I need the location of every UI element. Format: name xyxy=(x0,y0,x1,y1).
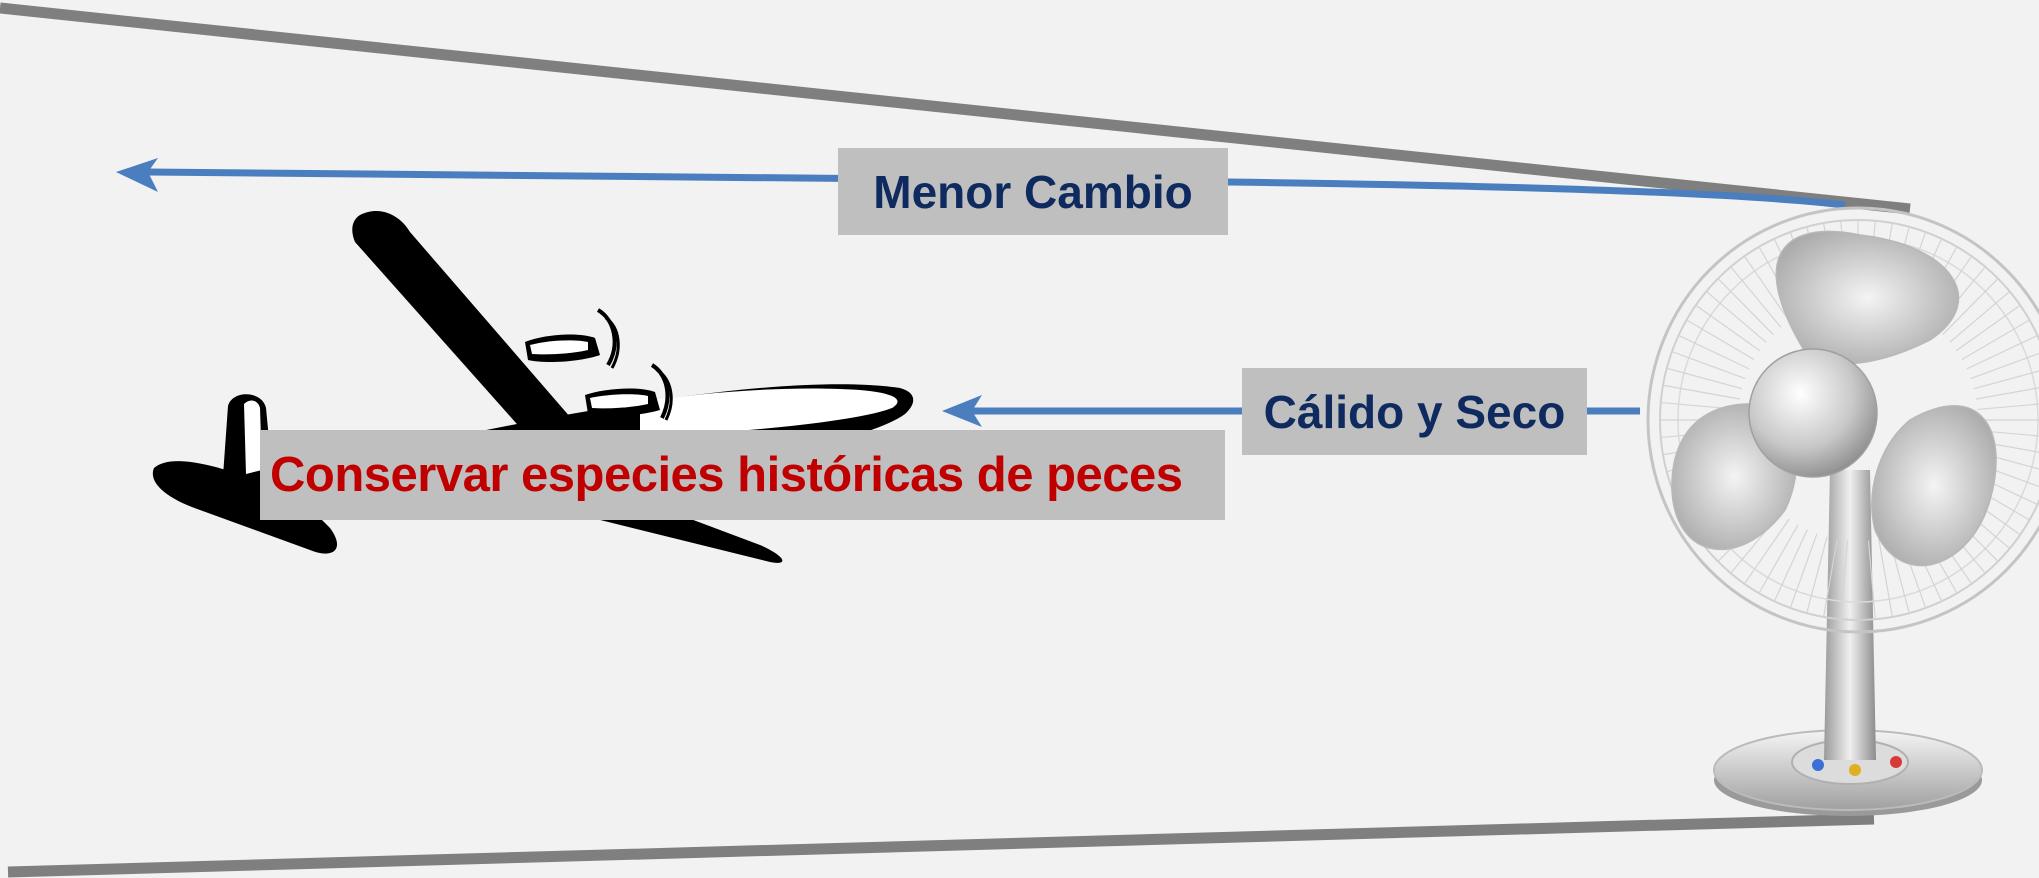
fan-cage-spoke xyxy=(1773,529,1808,602)
menor-cambio-label: Menor Cambio xyxy=(838,148,1228,235)
fan-cage-spoke xyxy=(1743,255,1790,322)
fan-cage-spoke xyxy=(1949,290,2011,343)
electric-fan-icon xyxy=(1646,206,2039,816)
fan-cage-spoke xyxy=(1961,319,2030,361)
fan-cage-spoke xyxy=(1966,334,2038,370)
calido-seco-text: Cálido y Seco xyxy=(1263,385,1566,438)
fan-cage-spoke xyxy=(1942,278,1999,335)
fan-cage-spoke xyxy=(1705,290,1767,343)
fan-cage-spoke xyxy=(1970,352,2039,380)
menor-cambio-text: Menor Cambio xyxy=(873,165,1193,218)
fan-cage-spoke xyxy=(1955,304,2021,352)
fan-cage-spoke xyxy=(1686,319,1755,361)
calido-seco-label: Cálido y Seco xyxy=(1242,368,1587,455)
fan-cage-spoke xyxy=(1671,351,1746,380)
conservar-especies-text: Conservar especies históricas de peces xyxy=(270,448,1183,502)
fan-cage-spoke xyxy=(1717,278,1774,335)
fan-cage-spoke xyxy=(1806,536,1828,614)
top-arrow xyxy=(116,158,1846,209)
fan-cage-spoke xyxy=(1678,334,1750,370)
funnel-top-line xyxy=(0,2,1911,215)
fan-cage-spoke xyxy=(1730,266,1782,328)
fan-cage-spoke xyxy=(1867,540,1876,620)
fan-cage-spoke xyxy=(1695,304,1761,352)
fan-cage-spoke xyxy=(1976,387,2039,400)
fan-cage-spoke xyxy=(1973,370,2039,390)
fan-cage-spoke xyxy=(1758,524,1799,594)
fan-cage-spoke xyxy=(1878,539,1893,618)
fan-cage-spoke xyxy=(1666,367,1743,390)
fan-cage-spoke xyxy=(1823,539,1838,618)
funnel-bottom-line xyxy=(7,813,1875,878)
fan-cage-spoke xyxy=(1743,518,1790,585)
fan-cage-spoke xyxy=(1789,533,1818,609)
fan-cage-spoke xyxy=(1840,540,1849,620)
conservar-especies-label: Conservar especies históricas de peces xyxy=(260,430,1225,520)
fan-cage-spoke xyxy=(1977,403,2039,411)
fan-cage-spoke xyxy=(1662,384,1740,400)
